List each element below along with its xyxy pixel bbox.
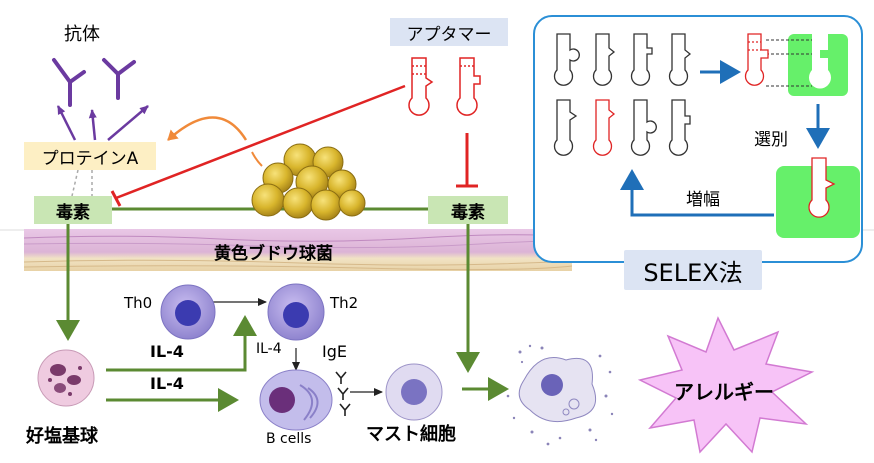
amplification-label: 増幅	[686, 190, 720, 210]
bound-aptamer	[744, 33, 769, 86]
aptamer-library	[553, 33, 692, 156]
proteinA-toxin-link	[71, 169, 93, 197]
mast-cell	[385, 363, 443, 421]
target-block-top	[766, 34, 848, 96]
b-cell	[259, 369, 333, 431]
amplification-arrow	[620, 169, 774, 217]
ige-antibody-icons	[335, 371, 351, 416]
th0-cell	[160, 284, 216, 340]
allergy-label: アレルギー	[674, 380, 774, 404]
antibody-label: 抗体	[64, 24, 100, 45]
orange-curved-arrow	[167, 116, 248, 141]
basophil-label: 好塩基球	[26, 426, 98, 447]
il4-upper-label: IL-4	[150, 342, 184, 361]
cell-transition-arrows	[212, 298, 383, 396]
pathway-arrows	[56, 222, 509, 412]
ige-label: IgE	[322, 342, 347, 361]
antibody-binding-arrows	[56, 105, 149, 141]
aptamer-library-selected	[592, 99, 616, 156]
selex-title: SELEX法	[624, 250, 762, 290]
protein-a-label: プロテインA	[24, 142, 156, 170]
aptamer-icon	[408, 57, 481, 116]
staphylococcus-cluster	[251, 143, 366, 221]
th0-label: Th0	[124, 294, 153, 312]
selection-label: 選別	[754, 130, 788, 150]
th2-label: Th2	[330, 294, 359, 312]
bacteria-label: 黄色ブドウ球菌	[214, 244, 333, 264]
il4-small-label: IL-4	[256, 341, 282, 357]
aptamer-inhibit-line-left	[115, 84, 406, 200]
b-cells-label: B cells	[266, 431, 312, 447]
antibody-icon	[52, 58, 136, 107]
toxin-right-label: 毒素	[428, 196, 508, 224]
target-block-bottom	[776, 157, 860, 238]
basophil-cell	[37, 349, 95, 407]
th2-cell	[267, 283, 325, 341]
il4-lower-label: IL-4	[150, 374, 184, 393]
mast-cell-label: マスト細胞	[366, 424, 456, 445]
allergy-starburst	[637, 316, 815, 454]
aptamer-label: アプタマー	[390, 18, 508, 46]
degranulating-cell	[506, 344, 614, 446]
toxin-left-label: 毒素	[34, 196, 112, 224]
